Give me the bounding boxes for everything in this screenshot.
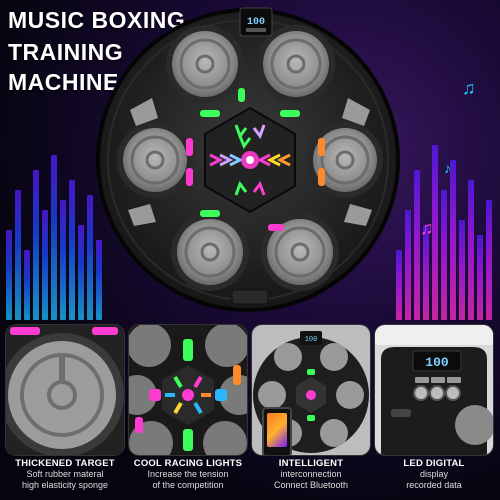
feature-line: high elasticity sponge xyxy=(21,480,109,490)
feature-title: COOL RACING LIGHTS xyxy=(133,458,243,469)
feature-caption: LED DIGITAL display recorded data xyxy=(372,458,496,491)
target-pad[interactable] xyxy=(171,213,249,291)
feature-panel-led: 100 xyxy=(375,325,493,455)
led-light xyxy=(186,138,193,156)
feature-title: INTELLIGENT xyxy=(278,458,344,469)
feature-panel-target xyxy=(6,325,124,455)
feature-caption: INTELLIGENT interconnection Connect Blue… xyxy=(249,458,373,491)
feature-line: recorded data xyxy=(406,480,462,490)
target-pad[interactable] xyxy=(257,25,335,103)
led-light xyxy=(318,168,325,186)
feature-line: display xyxy=(419,469,448,479)
led-light xyxy=(280,110,300,117)
feature-line: Increase the tension xyxy=(147,469,229,479)
feature-panel-bluetooth: 100 xyxy=(252,325,370,455)
feature-title: THICKENED TARGET xyxy=(15,458,115,469)
feature-line: Connect Bluetooth xyxy=(273,480,349,490)
music-note-icon: ♪ xyxy=(444,160,451,176)
music-note-icon: ♫ xyxy=(462,78,476,98)
led-light xyxy=(238,88,245,102)
speaker-grill xyxy=(231,289,269,305)
title-line-3: MACHINE xyxy=(8,69,119,95)
feature-title: LED DIGITAL xyxy=(403,458,465,469)
feature-line: of the competition xyxy=(152,480,224,490)
title-line-1: MUSIC BOXING xyxy=(8,7,186,33)
target-pad[interactable] xyxy=(307,122,383,198)
target-pad[interactable] xyxy=(166,25,244,103)
feature-caption: THICKENED TARGET Soft rubber materal hig… xyxy=(3,458,127,491)
feature-line: interconnection xyxy=(280,469,342,479)
led-light xyxy=(318,138,325,156)
music-note-icon: ♫ xyxy=(420,218,434,238)
target-pad[interactable] xyxy=(117,122,193,198)
display-value: 100 xyxy=(305,336,318,344)
led-light xyxy=(186,168,193,186)
score-display-value: 100 xyxy=(247,17,265,28)
led-light xyxy=(200,110,220,117)
led-display-value: 100 xyxy=(425,355,449,370)
target-pad[interactable] xyxy=(261,213,339,291)
feature-line: Soft rubber materal xyxy=(26,469,104,479)
light-strips xyxy=(209,124,291,196)
feature-caption: COOL RACING LIGHTS Increase the tension … xyxy=(126,458,250,491)
title-line-2: TRAINING xyxy=(8,39,124,65)
feature-panel-lights xyxy=(129,325,247,455)
led-light xyxy=(200,210,220,217)
led-light xyxy=(268,224,284,231)
phone-icon xyxy=(262,407,292,455)
